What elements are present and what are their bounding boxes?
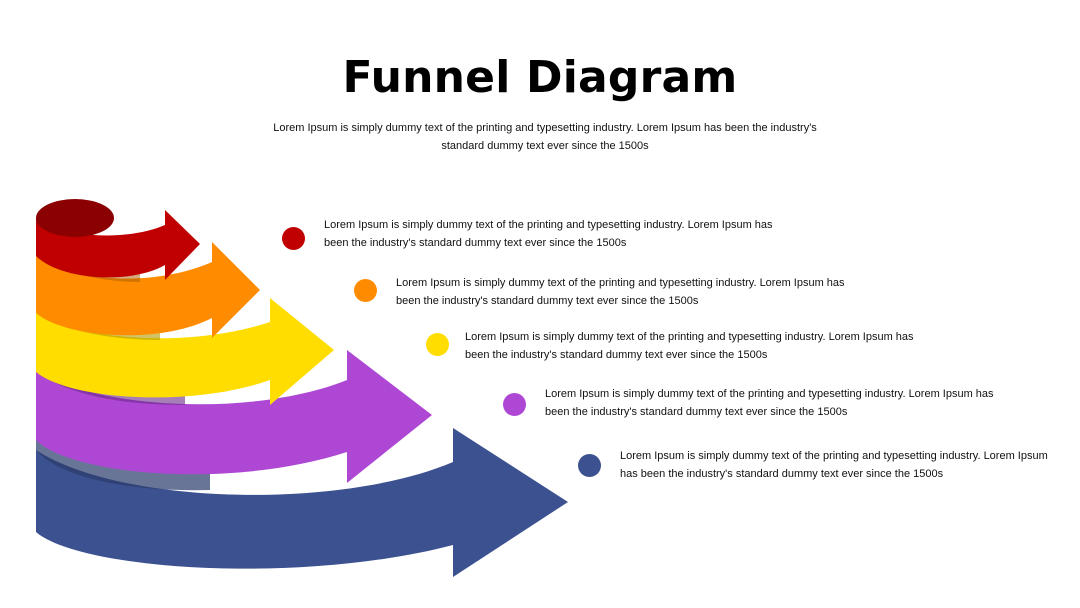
step-5-dot	[578, 454, 601, 477]
step-3-dot	[426, 333, 449, 356]
funnel-layer-4-arrow	[36, 350, 432, 483]
funnel-layer-3-arrow	[36, 298, 334, 405]
step-3-text: Lorem Ipsum is simply dummy text of the …	[465, 331, 914, 361]
step-2-dot	[354, 279, 377, 302]
funnel-graphic	[36, 199, 568, 577]
funnel-layer-1-arrow	[36, 210, 200, 280]
funnel-layer-5-arrow	[36, 428, 568, 577]
step-4-text: Lorem Ipsum is simply dummy text of the …	[545, 388, 994, 418]
funnel-layer-5-shadow	[36, 440, 210, 491]
funnel-layer-1	[36, 199, 200, 280]
page-title: Funnel Diagram	[342, 52, 738, 103]
step-5-text: Lorem Ipsum is simply dummy text of the …	[620, 450, 1048, 480]
step-1-text: Lorem Ipsum is simply dummy text of the …	[324, 219, 773, 249]
page-subtitle: Lorem Ipsum is simply dummy text of the …	[273, 122, 817, 152]
funnel-layer-2-arrow	[36, 242, 260, 338]
step-4-dot	[503, 393, 526, 416]
step-2-text: Lorem Ipsum is simply dummy text of the …	[396, 277, 845, 307]
funnel-layer-1-top	[36, 199, 114, 237]
step-1-dot	[282, 227, 305, 250]
funnel-layer-5	[36, 428, 568, 577]
